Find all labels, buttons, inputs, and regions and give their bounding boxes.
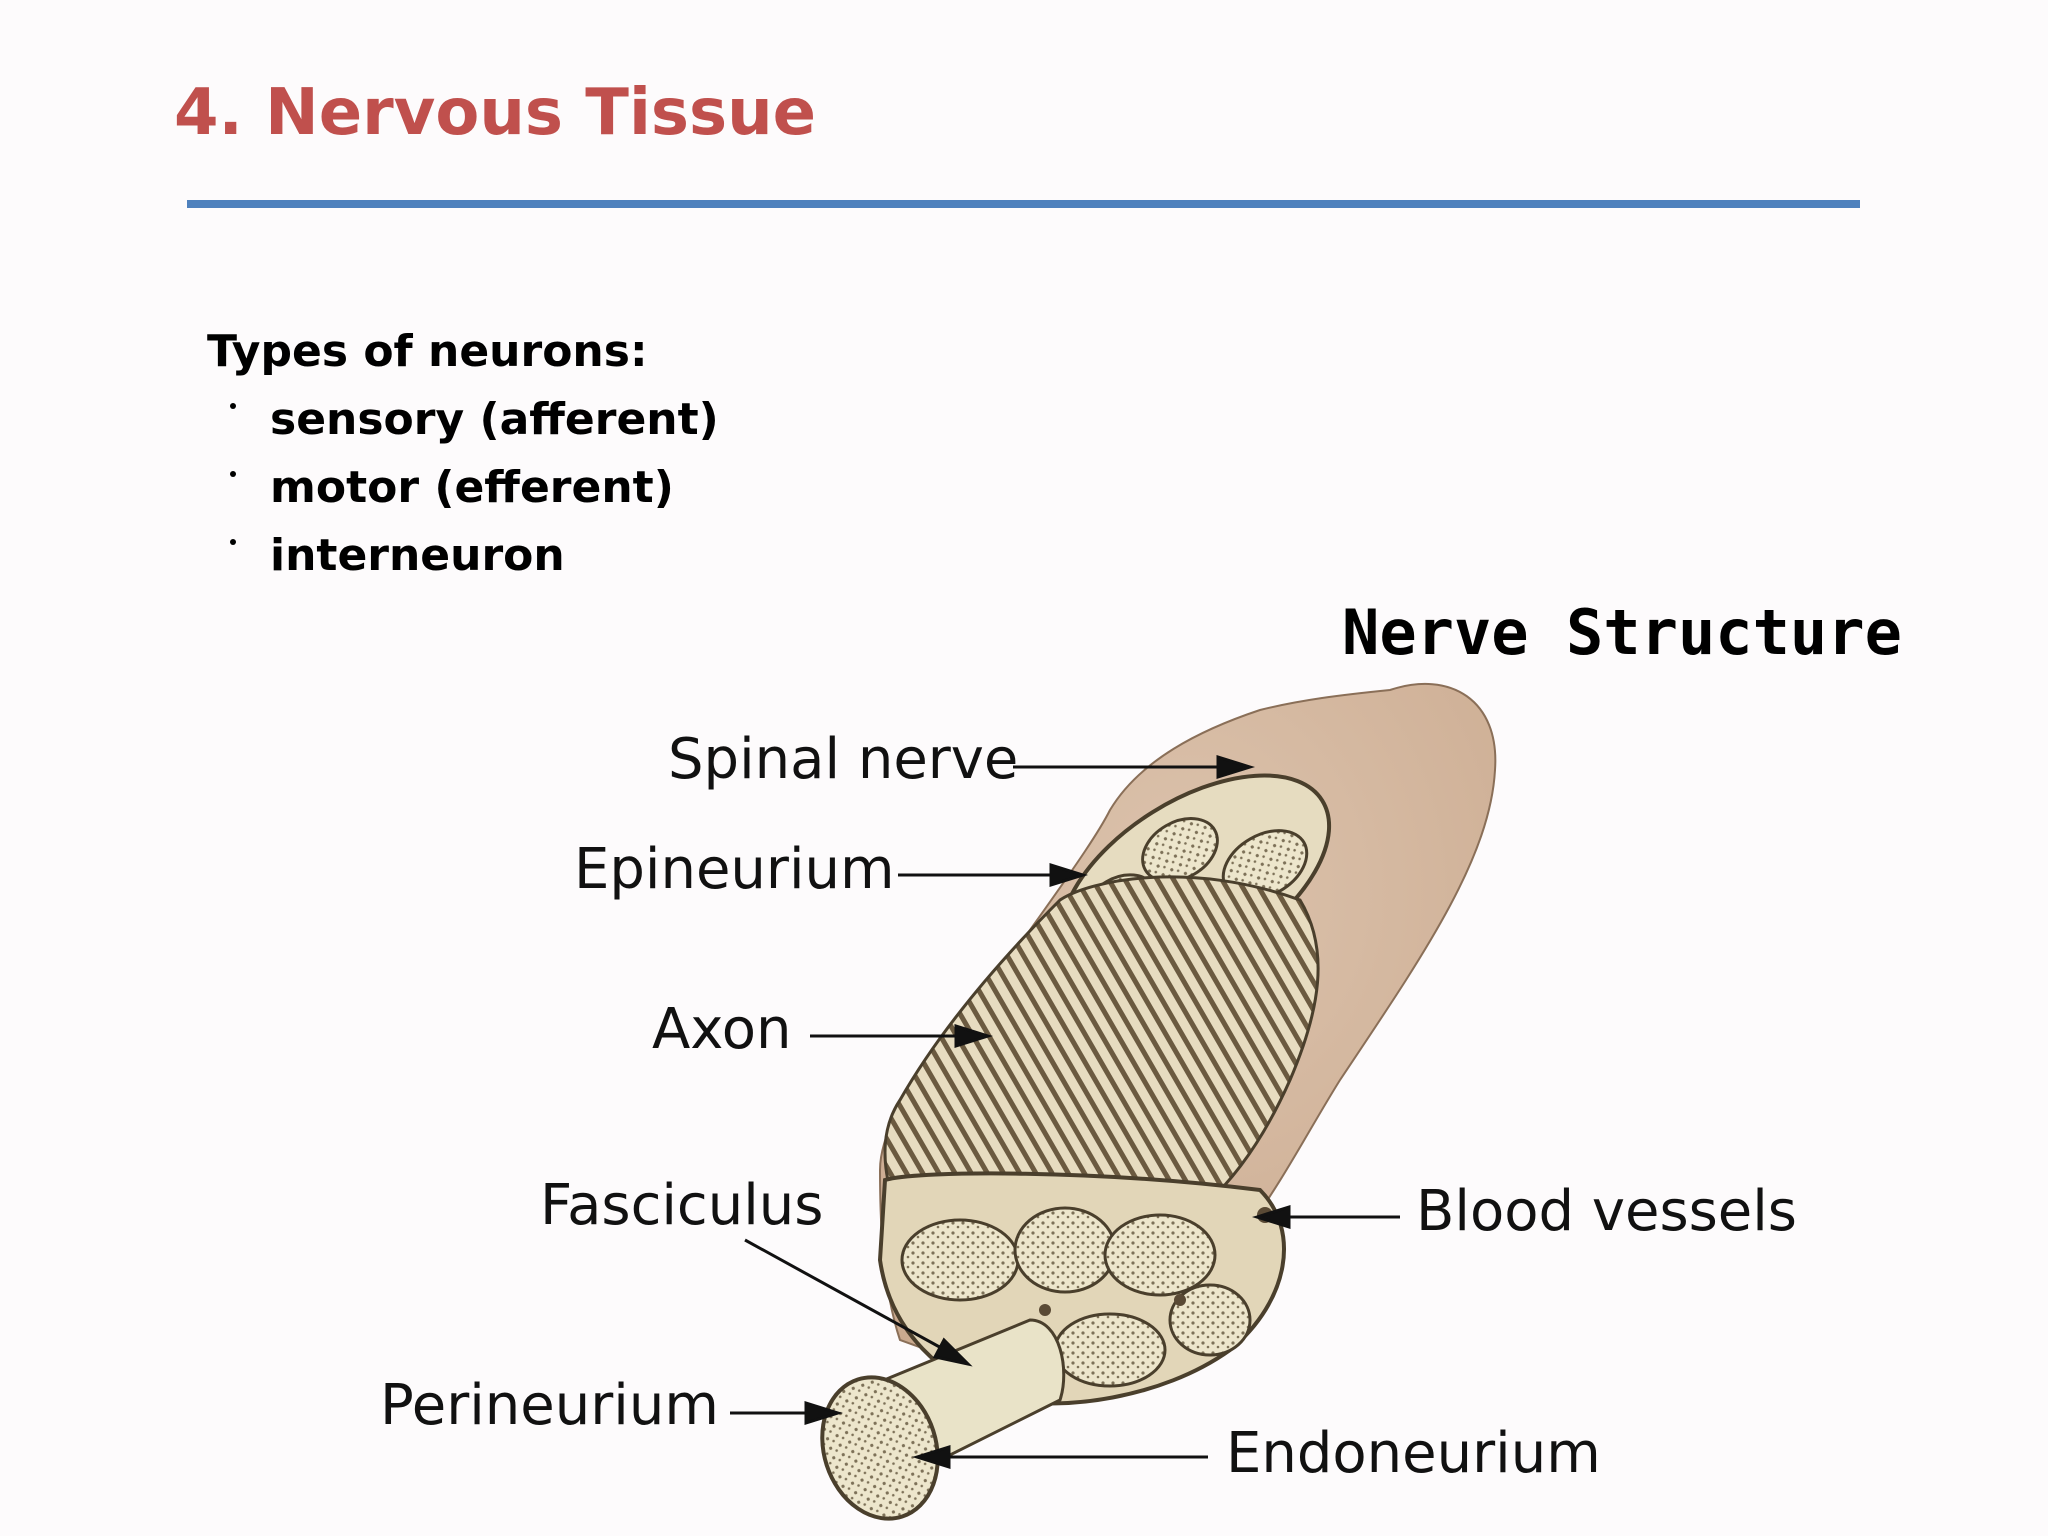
- bullet-icon: [230, 471, 236, 477]
- figure-title: Nerve Structure: [1342, 596, 1902, 669]
- leader-lines: [730, 754, 1400, 1470]
- bullet-icon: [230, 539, 236, 545]
- list-item-label: motor (efferent): [270, 462, 674, 513]
- label-epineurium: Epineurium: [574, 837, 895, 902]
- label-axon: Axon: [652, 997, 791, 1062]
- fascicle-end: [820, 1375, 940, 1521]
- label-endoneurium: Endoneurium: [1226, 1421, 1601, 1486]
- slide-title: 4. Nervous Tissue: [174, 76, 817, 150]
- bullet-icon: [230, 403, 236, 409]
- list-item-label: interneuron: [270, 530, 565, 581]
- lower-fascicles: [900, 1206, 1252, 1388]
- label-fasciculus: Fasciculus: [540, 1173, 823, 1238]
- list-item: sensory (afferent): [230, 386, 719, 454]
- list-item: interneuron: [230, 522, 719, 590]
- title-divider: [187, 200, 1860, 208]
- list-item: motor (efferent): [230, 454, 719, 522]
- types-heading: Types of neurons:: [207, 326, 648, 377]
- neuron-types-list: sensory (afferent) motor (efferent) inte…: [230, 386, 719, 590]
- label-spinal-nerve: Spinal nerve: [668, 727, 1018, 792]
- label-blood-vessels: Blood vessels: [1416, 1179, 1797, 1244]
- list-item-label: sensory (afferent): [270, 394, 719, 445]
- label-perineurium: Perineurium: [380, 1373, 719, 1438]
